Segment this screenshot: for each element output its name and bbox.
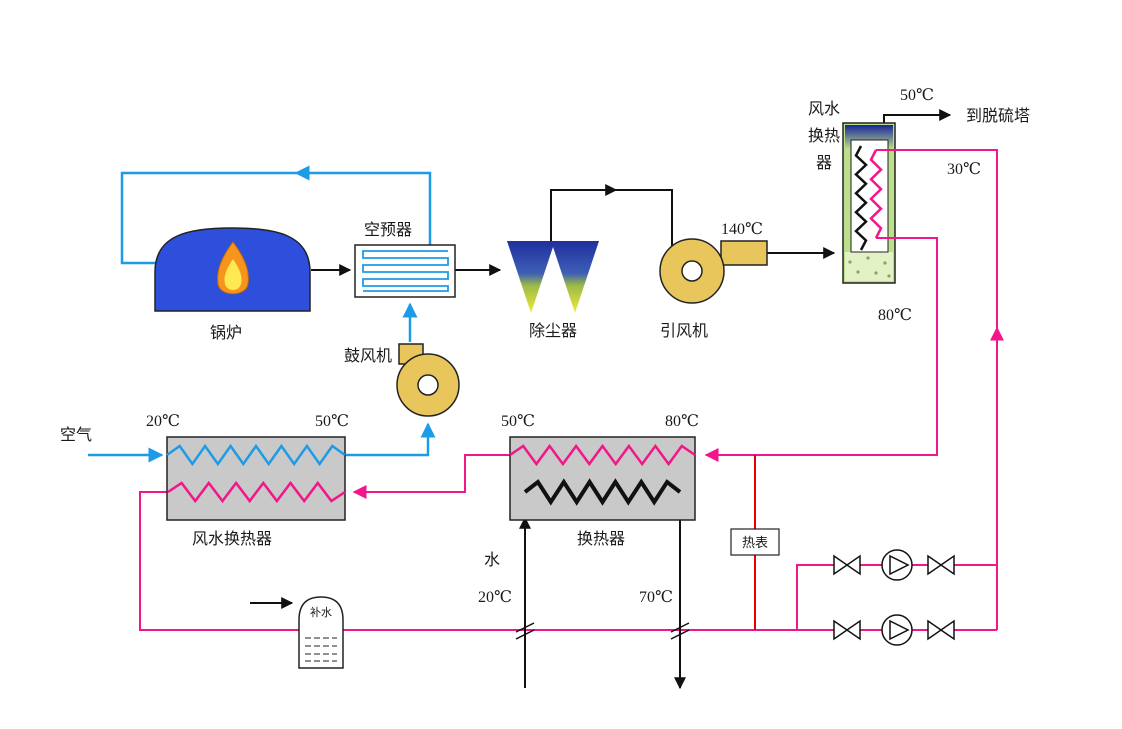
dust-collector-label: 除尘器	[529, 322, 577, 340]
makeup-tank-label: 补水	[310, 606, 332, 619]
valve-icon	[833, 554, 861, 576]
flue-hx-inlet-zone	[845, 252, 893, 281]
air-inlet-label: 空气	[60, 426, 92, 444]
pipe-return-bottom	[139, 491, 997, 631]
water-inlet-label: 水	[484, 551, 500, 569]
pipe-air-to-blower	[345, 422, 436, 457]
pump-branch-1	[833, 549, 955, 581]
pipe-break-mark	[670, 629, 690, 640]
flue-hx-water-coil	[869, 149, 883, 239]
heat-meter-box	[730, 528, 780, 556]
blower-label: 鼓风机	[344, 347, 392, 365]
makeup-tank-level-lines	[305, 637, 337, 662]
speckle-dot	[866, 256, 870, 260]
temp-cold-water: 20℃	[478, 589, 512, 606]
air-coil	[166, 443, 346, 467]
boiler-label: 锅炉	[210, 324, 242, 342]
service-water-pipes	[515, 494, 690, 690]
pipe-break-mark	[515, 629, 535, 640]
pipe-hot-air-loop	[294, 165, 432, 245]
dust-hopper-1	[507, 241, 555, 313]
pipe-dust-to-fan-a	[550, 184, 618, 242]
speckle-dot	[883, 261, 887, 265]
pump-branch-2	[833, 614, 955, 646]
temp-air-out: 50℃	[315, 413, 349, 430]
speckle-dot	[874, 271, 878, 275]
valve-icon	[927, 619, 955, 641]
temp-return-water: 30℃	[947, 161, 981, 178]
hot-water-coil	[167, 480, 346, 504]
pipe-dust-to-fan-b	[616, 189, 673, 246]
flue-hx-label-line3: 器	[816, 154, 832, 172]
air-preheater-label: 空预器	[364, 221, 412, 239]
temp-hot-water: 70℃	[639, 589, 673, 606]
pipe-hx-to-airhx	[352, 454, 510, 499]
blower-fan	[396, 343, 460, 417]
flue-gas-pipes	[250, 109, 952, 609]
heat-meter: 热表	[730, 528, 780, 556]
induced-draft-fan	[659, 238, 768, 304]
preheater-coil	[362, 250, 449, 292]
flame-inner-icon	[224, 259, 242, 290]
dust-collector	[507, 241, 599, 313]
air-preheater-body	[354, 244, 456, 298]
makeup-water-tank: 补水	[298, 596, 344, 669]
labels: 空气 20℃ 50℃ 风水换热器 锅炉 空预器 鼓风机 除尘器 引风机 140℃…	[60, 87, 1030, 606]
temp-flue-outlet: 50℃	[900, 87, 934, 104]
air-water-heat-exchanger	[166, 436, 346, 521]
speckle-dot	[848, 260, 852, 264]
temp-supply-water: 80℃	[878, 307, 912, 324]
temp-air-in: 20℃	[146, 413, 180, 430]
blower-hub	[417, 374, 439, 396]
flue-hx-label-line2: 换热	[808, 127, 840, 145]
pipe-break-mark	[515, 622, 535, 633]
pipe-return-riser-30c	[895, 149, 998, 630]
water-hx-label: 换热器	[577, 530, 625, 548]
pipe-supply-80c	[704, 237, 938, 462]
flue-hx-speckles	[848, 256, 891, 278]
temp-hx-right: 80℃	[665, 413, 699, 430]
id-fan-hub	[681, 260, 703, 282]
flue-hx-label-line1: 风水	[808, 100, 840, 118]
heat-meter-label: 热表	[742, 535, 768, 550]
temp-flue-after-fan: 140℃	[721, 221, 763, 238]
dust-hopper-2	[551, 241, 599, 313]
air-water-hx-label: 风水换热器	[192, 530, 272, 548]
valve-icon	[927, 554, 955, 576]
to-desulfurizer-label: 到脱硫塔	[966, 107, 1030, 125]
water-hx-body	[509, 436, 696, 521]
valve-icon	[833, 619, 861, 641]
water-water-heat-exchanger	[509, 436, 696, 521]
pump-impeller-icon	[889, 554, 910, 576]
flue-hx-gas-coil	[854, 145, 868, 251]
air-pipes	[88, 165, 436, 463]
air-water-hx-body	[166, 436, 346, 521]
pipe-break-mark	[670, 622, 690, 633]
pipe-hx-to-desulfurizer	[883, 109, 952, 123]
makeup-tank-body	[298, 596, 344, 669]
temp-hx-left: 50℃	[501, 413, 535, 430]
id-fan-label: 引风机	[660, 322, 708, 340]
pump-impeller-icon	[889, 619, 910, 641]
flue-hx-water-stubs	[876, 149, 896, 239]
hot-water-coil	[509, 443, 696, 467]
speckle-dot	[856, 270, 860, 274]
service-water-coil	[523, 478, 682, 506]
air-preheater	[354, 244, 456, 298]
pipe-hot-air-to-boiler	[120, 171, 296, 265]
boiler	[154, 227, 311, 312]
speckle-dot	[887, 274, 891, 278]
flue-gas-water-heat-exchanger	[842, 122, 896, 284]
id-fan-outlet	[720, 240, 768, 266]
